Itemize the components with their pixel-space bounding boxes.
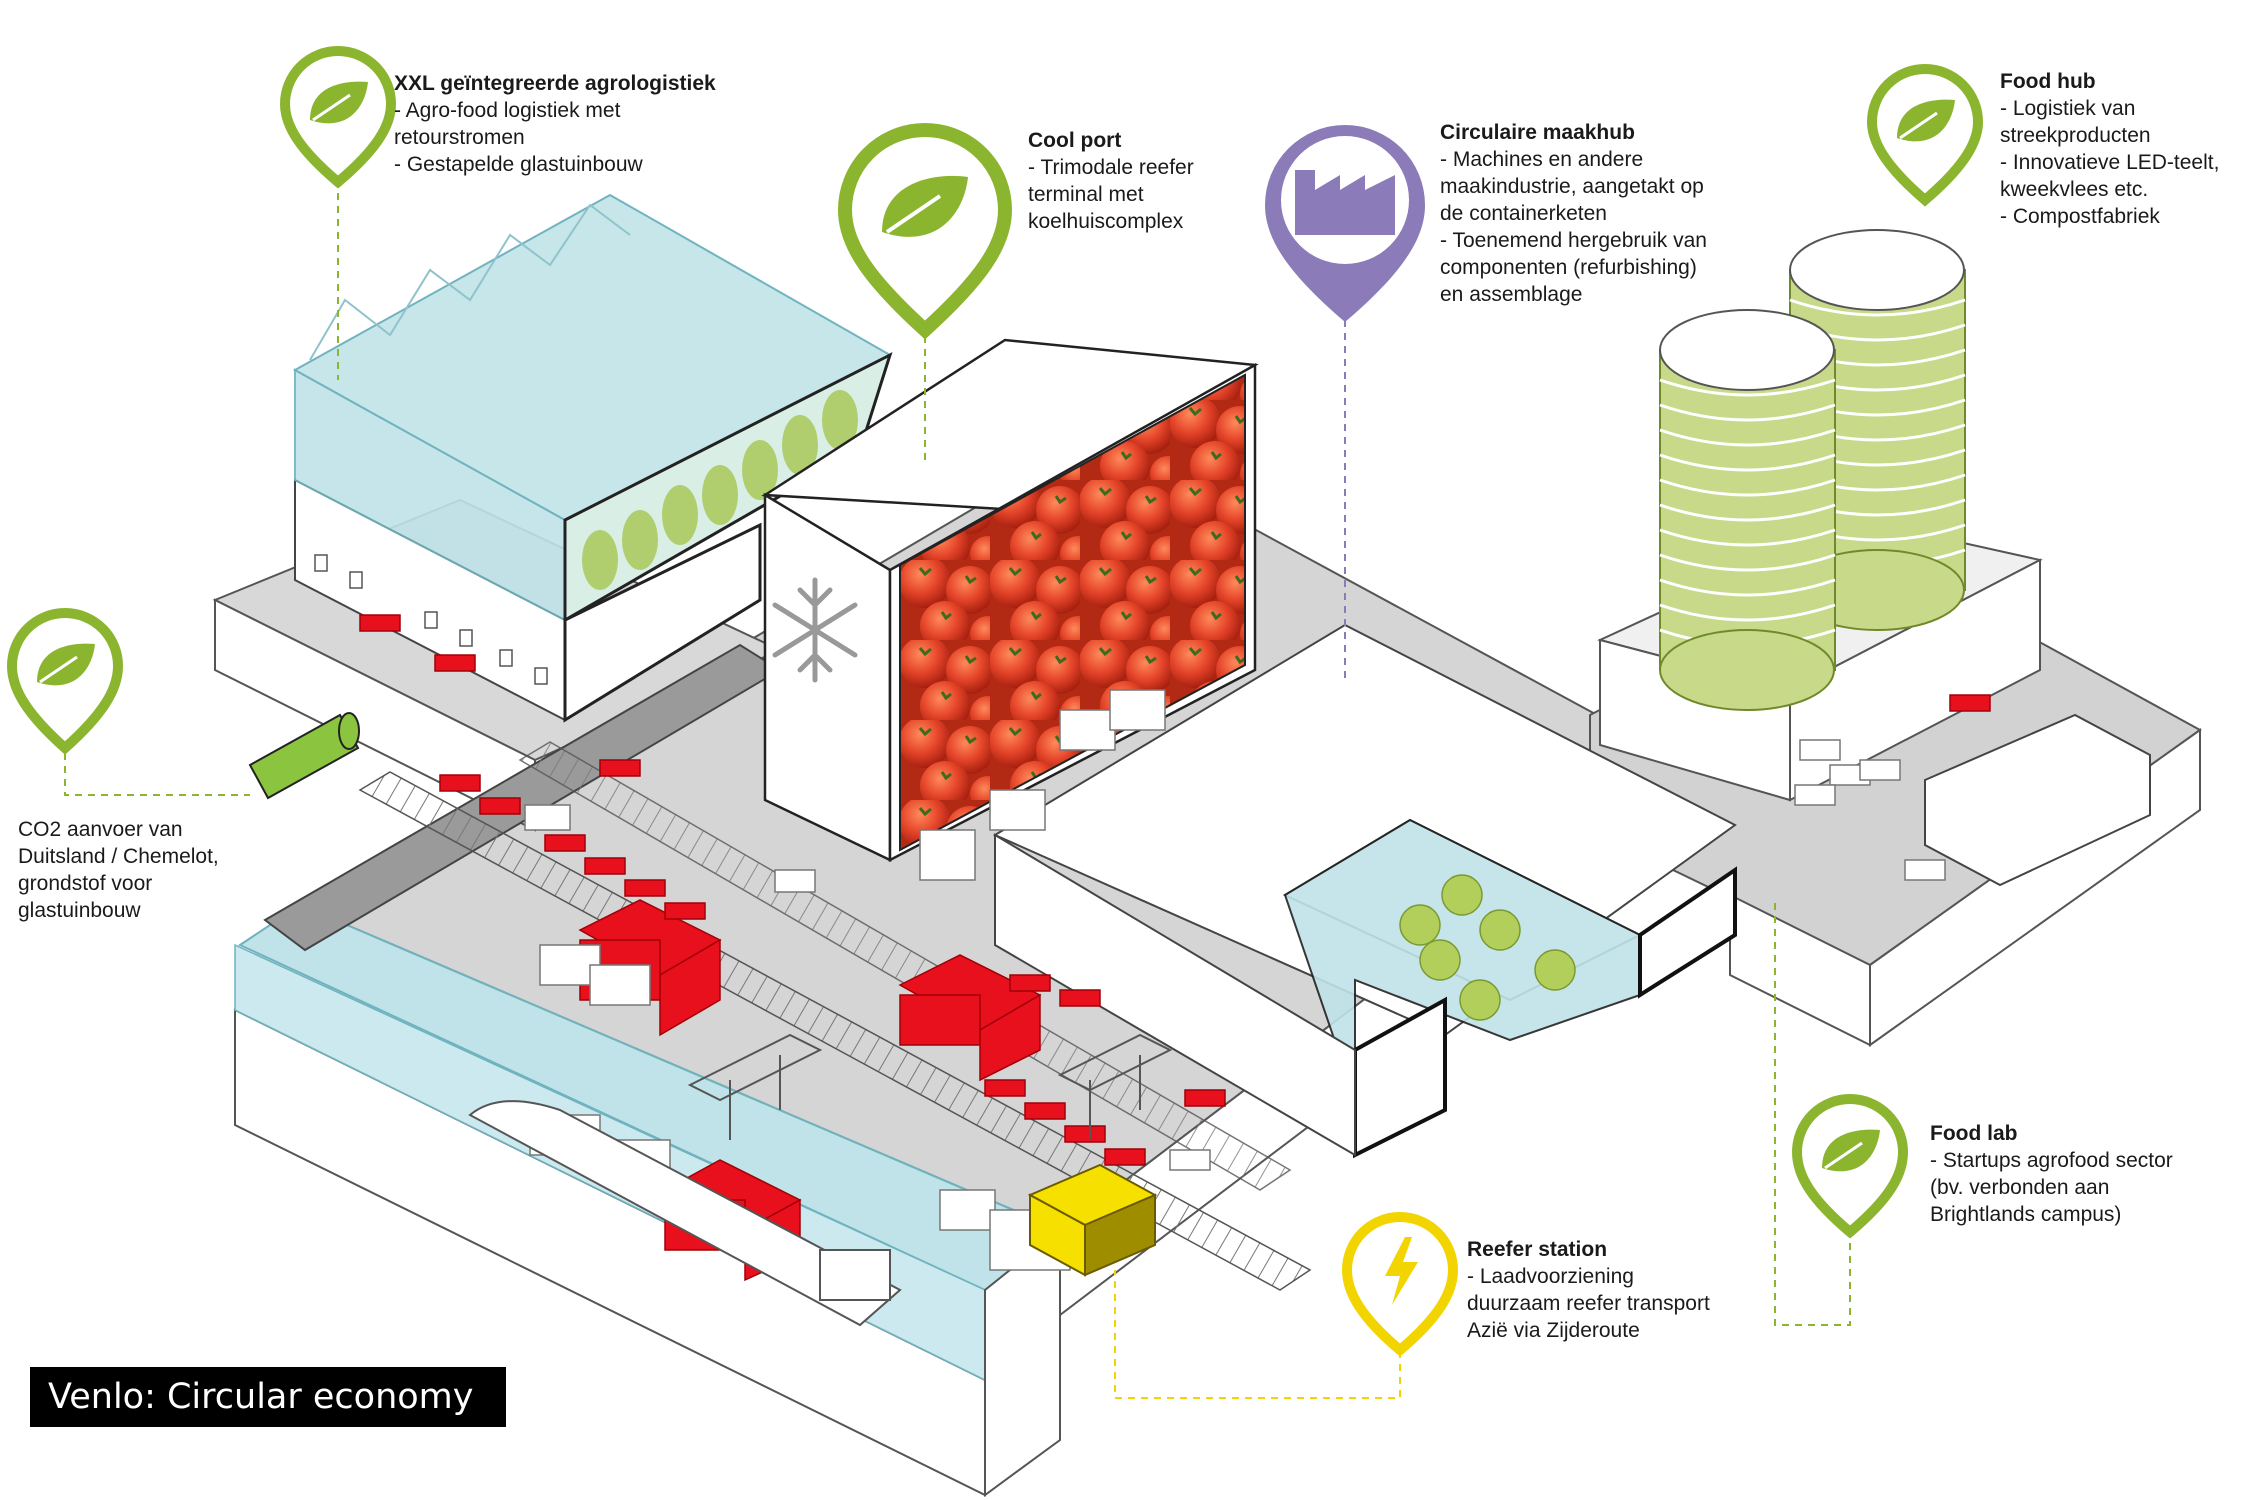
greenhouse-plants <box>582 390 858 590</box>
coolport-side <box>763 492 892 862</box>
label-xxl-line: - Gestapelde glastuinbouw <box>394 153 643 176</box>
rail-tracks <box>358 771 1312 1291</box>
label-maakhub-line: maakindustrie, aangetakt op <box>1440 175 1704 198</box>
label-coolport-line: koelhuiscomplex <box>1028 210 1184 233</box>
label-xxl-title: XXL geïntegreerde agrologistiek <box>394 72 716 95</box>
label-co2-line: grondstof voor <box>18 872 153 895</box>
label-reefer-line: duurzaam reefer transport <box>1467 1292 1710 1315</box>
leaf-icon <box>882 175 968 237</box>
greenhouse-base-front <box>563 522 762 723</box>
label-co2-line: glastuinbouw <box>18 899 141 922</box>
factory-icon <box>1295 170 1395 235</box>
xxl-pin <box>279 46 397 189</box>
reefer-pin <box>1341 1212 1459 1357</box>
foodhub-platform-left <box>1729 893 1871 1047</box>
label-xxl-line: - Agro-food logistiek met <box>394 99 621 122</box>
label-foodhub-line: kweekvlees etc. <box>2000 178 2149 201</box>
label-maakhub-line: - Machines en andere <box>1440 148 1644 171</box>
caption-box: Venlo: Circular economy <box>30 1367 506 1427</box>
label-foodlab-line: - Startups agrofood sector <box>1930 1149 2173 1172</box>
maakhub-pin <box>1265 125 1425 322</box>
label-foodlab: Food lab - Startups agrofood sector (bv.… <box>1930 1120 2173 1228</box>
foodlab-pin <box>1791 1094 1909 1239</box>
label-reefer-line: Azië via Zijderoute <box>1467 1319 1640 1342</box>
co2-pin <box>6 608 124 755</box>
label-foodhub: Food hub - Logistiek van streekproducten… <box>2000 68 2219 230</box>
foodlab-block <box>1924 713 2151 887</box>
leaf-icon <box>1897 99 1955 142</box>
label-maakhub-line: - Toenemend hergebruik van <box>1440 229 1707 252</box>
label-foodhub-line: - Innovatieve LED-teelt, <box>2000 151 2220 174</box>
tower-left <box>1659 309 1836 711</box>
label-reefer: Reefer station - Laadvoorziening duurzaa… <box>1467 1236 1710 1344</box>
leaf-icon <box>310 81 368 124</box>
coolport-pin <box>837 123 1013 340</box>
label-maakhub-line: de containerketen <box>1440 202 1607 225</box>
label-maakhub: Circulaire maakhub - Machines en andere … <box>1440 119 1707 308</box>
label-reefer-title: Reefer station <box>1467 1238 1608 1261</box>
label-foodhub-line: streekproducten <box>2000 124 2151 147</box>
label-co2: CO2 aanvoer van Duitsland / Chemelot, gr… <box>18 816 219 924</box>
courtyard-trees <box>1399 874 1576 1021</box>
co2-pipe <box>248 712 360 800</box>
reefer-station-building <box>1027 1163 1158 1277</box>
label-foodlab-title: Food lab <box>1930 1122 2018 1145</box>
greenhouse-dock-doors <box>314 554 548 685</box>
lightning-icon <box>1385 1237 1418 1305</box>
label-maakhub-line: en assemblage <box>1440 283 1583 306</box>
label-coolport-line: terminal met <box>1028 183 1144 206</box>
label-maakhub-line: componenten (refurbishing) <box>1440 256 1697 279</box>
leader-lines <box>64 180 1851 1399</box>
maakhub-left-wall <box>994 833 1356 1157</box>
label-foodhub-line: - Logistiek van <box>2000 97 2136 120</box>
label-coolport-title: Cool port <box>1028 129 1122 152</box>
cargo-ship <box>468 1100 902 1327</box>
label-coolport: Cool port - Trimodale reefer terminal me… <box>1028 127 1194 235</box>
greenhouse-roof-ridges <box>309 203 631 361</box>
coolport-tomato-wall <box>899 373 1246 852</box>
label-reefer-line: - Laadvoorziening <box>1467 1265 1634 1288</box>
snowflake-icon <box>772 577 858 683</box>
label-co2-line: Duitsland / Chemelot, <box>18 845 219 868</box>
maakhub-right-front <box>1638 866 1737 999</box>
label-foodlab-line: (bv. verbonden aan <box>1930 1176 2110 1199</box>
label-foodhub-line: - Compostfabriek <box>2000 205 2160 228</box>
label-xxl: XXL geïntegreerde agrologistiek - Agro-f… <box>394 70 716 178</box>
label-coolport-line: - Trimodale reefer <box>1028 156 1194 179</box>
label-xxl-line: retourstromen <box>394 126 525 149</box>
label-co2-line: CO2 aanvoer van <box>18 818 183 841</box>
foodhub-pin <box>1866 64 1984 207</box>
leaf-icon <box>37 643 95 686</box>
label-maakhub-title: Circulaire maakhub <box>1440 121 1635 144</box>
gantry-cranes <box>687 1033 1173 1140</box>
leaf-icon <box>1822 1129 1880 1172</box>
label-foodlab-line: Brightlands campus) <box>1930 1203 2122 1226</box>
label-foodhub-title: Food hub <box>2000 70 2096 93</box>
